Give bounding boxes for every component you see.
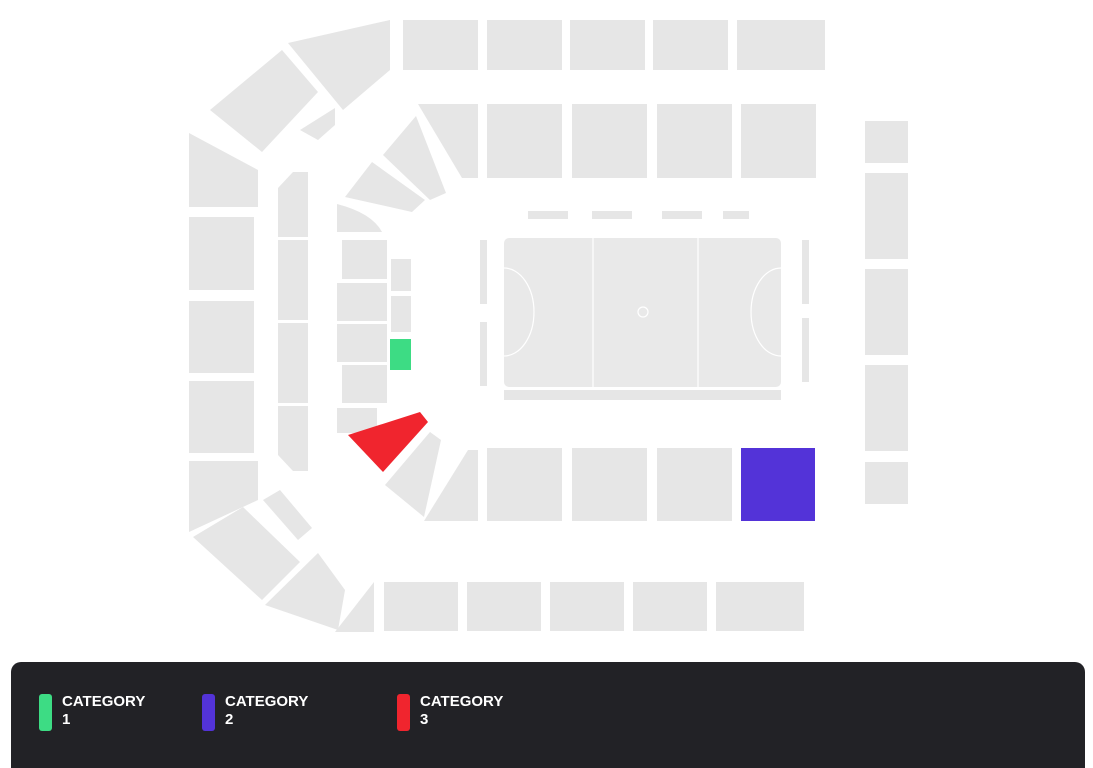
section-left-outer-1[interactable]: [189, 133, 258, 207]
section-left-inner-3[interactable]: [278, 323, 308, 403]
section-left-outer-2[interactable]: [189, 217, 254, 290]
section-inner-corner-bottom-2[interactable]: [424, 450, 478, 521]
section-top-outer-2[interactable]: [487, 20, 562, 70]
section-left-outer-4[interactable]: [189, 381, 254, 453]
court-surface: [504, 238, 781, 387]
left-goal-arc: [503, 267, 535, 357]
category-3-label: CATEGORY 3: [420, 693, 504, 728]
section-bottom-outer-1[interactable]: [384, 582, 458, 631]
section-top-inner-3[interactable]: [572, 104, 647, 178]
section-bottom-outer-5[interactable]: [716, 582, 804, 631]
section-left-inner-1[interactable]: [278, 172, 308, 237]
section-left-inner-4[interactable]: [278, 406, 308, 471]
category-2-swatch: [202, 694, 215, 731]
category-legend: CATEGORY 1 CATEGORY 2 CATEGORY 3: [11, 662, 1085, 768]
section-left-box-1[interactable]: [391, 259, 411, 291]
courtside-left-1[interactable]: [480, 240, 487, 304]
section-corner-bottom-3[interactable]: [265, 553, 345, 630]
section-top-inner-2[interactable]: [487, 104, 562, 178]
section-bottom-outer-4[interactable]: [633, 582, 707, 631]
section-top-outer-3[interactable]: [570, 20, 645, 70]
section-left-block-4[interactable]: [342, 365, 387, 403]
legend-category-3[interactable]: CATEGORY 3: [397, 693, 520, 733]
right-goal-arc: [750, 267, 782, 357]
courtside-top-4[interactable]: [723, 211, 749, 219]
section-corner-top-2[interactable]: [210, 50, 318, 152]
courtside-top-1[interactable]: [528, 211, 568, 219]
courtside-top-3[interactable]: [662, 211, 702, 219]
section-inner-corner-bottom-1[interactable]: [385, 432, 441, 517]
section-left-block-3[interactable]: [337, 324, 387, 362]
section-top-outer-4[interactable]: [653, 20, 728, 70]
section-category-3[interactable]: [348, 412, 428, 472]
section-right-3[interactable]: [865, 269, 908, 355]
section-right-4[interactable]: [865, 365, 908, 451]
section-bottom-outer-3[interactable]: [550, 582, 624, 631]
section-top-inner-4[interactable]: [657, 104, 732, 178]
center-circle: [637, 306, 649, 318]
section-corner-top-1[interactable]: [288, 20, 390, 110]
section-right-5[interactable]: [865, 462, 908, 504]
section-left-outer-5[interactable]: [189, 461, 258, 532]
section-corner-bottom-2[interactable]: [263, 490, 312, 540]
section-left-block-1[interactable]: [342, 240, 387, 279]
section-bottom-inner-1[interactable]: [487, 448, 562, 521]
section-inner-corner-top-1[interactable]: [383, 116, 446, 200]
section-left-inner-2[interactable]: [278, 240, 308, 320]
section-left-outer-3[interactable]: [189, 301, 254, 373]
section-left-box-2[interactable]: [391, 296, 411, 332]
section-category-1[interactable]: [390, 339, 411, 370]
section-corner-top-3[interactable]: [300, 108, 335, 140]
section-top-inner-1[interactable]: [418, 104, 478, 178]
courtside-left-2[interactable]: [480, 322, 487, 386]
courtside-top-2[interactable]: [592, 211, 632, 219]
section-corner-bottom-4[interactable]: [335, 582, 374, 632]
section-top-outer-5[interactable]: [737, 20, 825, 70]
category-1-label: CATEGORY 1: [62, 693, 146, 728]
section-right-1[interactable]: [865, 121, 908, 163]
section-inner-corner-top-3[interactable]: [337, 204, 382, 232]
category-1-swatch: [39, 694, 52, 731]
legend-category-1[interactable]: CATEGORY 1: [39, 693, 162, 733]
section-category-2[interactable]: [741, 448, 815, 521]
section-right-2[interactable]: [865, 173, 908, 259]
section-top-outer-1[interactable]: [403, 20, 478, 70]
courtside-bottom[interactable]: [504, 390, 781, 400]
legend-category-2[interactable]: CATEGORY 2: [202, 693, 325, 733]
section-top-inner-5[interactable]: [741, 104, 816, 178]
section-bottom-inner-3[interactable]: [657, 448, 732, 521]
court: [503, 238, 782, 387]
seat-map: [189, 20, 908, 632]
section-corner-bottom-1[interactable]: [193, 507, 300, 600]
section-bottom-inner-2[interactable]: [572, 448, 647, 521]
section-bottom-outer-2[interactable]: [467, 582, 541, 631]
section-left-block-2[interactable]: [337, 283, 387, 321]
category-3-swatch: [397, 694, 410, 731]
courtside-right-2[interactable]: [802, 318, 809, 382]
courtside-right-1[interactable]: [802, 240, 809, 304]
section-inner-corner-top-2[interactable]: [345, 162, 425, 212]
category-2-label: CATEGORY 2: [225, 693, 309, 728]
